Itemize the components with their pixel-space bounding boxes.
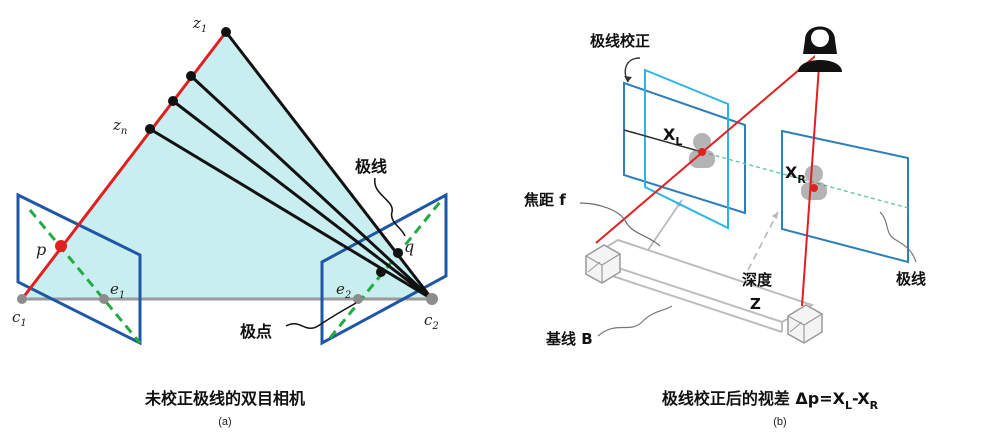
label-xr: X — [785, 163, 798, 182]
right-sub-label: (b) — [773, 416, 786, 428]
label-rectify: 极线校正 — [590, 32, 650, 50]
right-image-plane — [320, 192, 448, 346]
left-caption: 未校正极线的双目相机 — [144, 389, 305, 408]
label-epipole: 极点 — [240, 322, 272, 341]
epipolar-callout-curve — [374, 177, 406, 237]
label-c1: c — [12, 308, 21, 326]
ray-left — [595, 51, 821, 244]
point-q — [393, 248, 403, 258]
point-right-hit — [376, 267, 386, 277]
left-sub-label: (a) — [218, 416, 231, 428]
ray-right — [801, 51, 821, 307]
label-c2: c — [424, 311, 433, 329]
svg-text:zn: zn — [112, 116, 127, 137]
left-scanline — [623, 129, 703, 153]
label-focal: 焦距 f — [523, 191, 566, 209]
label-e1: e — [110, 280, 119, 298]
label-baseline: 基线 B — [545, 330, 593, 348]
right-caption: 极线校正后的视差 Δp=XL-XR — [662, 389, 879, 412]
label-depth-z: Z — [750, 295, 761, 313]
point-xl — [698, 148, 706, 156]
label-e2: e — [336, 280, 345, 298]
label-p: p — [36, 240, 46, 259]
point-xr — [810, 184, 818, 192]
left-person-faint-icon — [689, 133, 715, 168]
right-image-plane — [781, 129, 909, 264]
label-epipolar-line: 极线 — [355, 157, 387, 176]
right-camera — [787, 304, 823, 344]
svg-text:e1: e1 — [110, 280, 125, 301]
label-zn: z — [112, 116, 121, 134]
point-e2 — [353, 294, 363, 304]
depth-arrow — [747, 211, 779, 271]
person-icon — [798, 26, 842, 72]
point-p — [55, 240, 67, 252]
baseline-platform — [585, 238, 815, 324]
label-q: q — [404, 237, 414, 256]
svg-text:c2: c2 — [424, 311, 439, 332]
label-xl: X — [663, 125, 676, 144]
epipole-callout-curve — [285, 302, 357, 329]
svg-text:c1: c1 — [12, 308, 27, 329]
left-image-plane-original — [623, 81, 746, 215]
epipolar-dashed-line — [701, 151, 909, 209]
left-image-plane-rectified — [644, 68, 729, 230]
ray-3 — [172, 99, 433, 301]
left-diagram: z1 zn c1 c2 e1 e2 p q 极线 极点 未校正极线的双目相机 (… — [12, 14, 448, 428]
svg-text:XR: XR — [785, 163, 806, 186]
point-c1 — [17, 294, 27, 304]
focal-callout-curve — [579, 202, 661, 247]
label-z1: z — [192, 14, 201, 32]
point-c2 — [426, 293, 438, 305]
point-z2 — [186, 71, 196, 81]
ray-fan-fill — [22, 32, 432, 299]
svg-text:z1: z1 — [192, 14, 207, 35]
left-epipolar-dash — [28, 209, 142, 344]
label-depth: 深度 — [742, 271, 773, 289]
label-epipolar: 极线 — [896, 270, 926, 288]
epipolar-callout-curve — [879, 211, 917, 263]
point-e1 — [99, 294, 109, 304]
point-z1 — [221, 27, 231, 37]
focal-arrow — [647, 199, 683, 251]
ray-2 — [189, 74, 434, 301]
baseline-callout-curve — [597, 305, 673, 337]
svg-text:e2: e2 — [336, 280, 351, 301]
right-diagram: 极线校正 焦距 f 基线 B 深度 Z 极线 XL XR 极线校正后的视差 Δp… — [523, 26, 926, 428]
point-zn — [145, 124, 155, 134]
left-camera — [585, 244, 621, 284]
svg-text:XL: XL — [663, 125, 682, 148]
point-z3 — [168, 96, 178, 106]
